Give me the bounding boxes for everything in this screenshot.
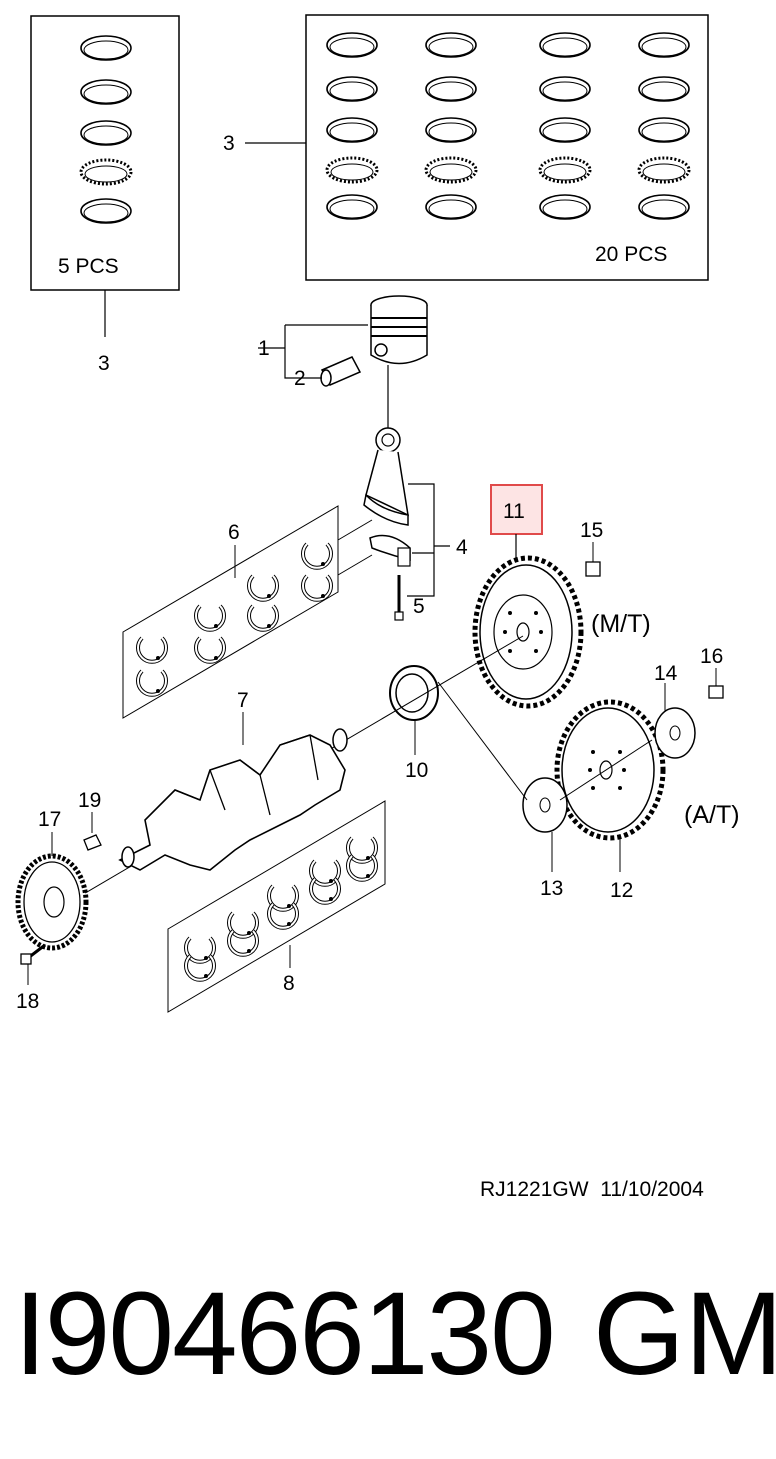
callout-15[interactable]: 15 bbox=[580, 519, 603, 542]
callout-7[interactable]: 7 bbox=[237, 689, 249, 712]
crank-sprocket bbox=[15, 832, 89, 951]
automatic-transmission-note: (A/T) bbox=[684, 801, 740, 829]
large-box-qty: 20 PCS bbox=[595, 243, 667, 266]
oil-seal bbox=[389, 665, 439, 755]
callout-2[interactable]: 2 bbox=[294, 367, 306, 390]
callout-12[interactable]: 12 bbox=[610, 879, 633, 902]
woodruff-key bbox=[83, 812, 102, 851]
callout-10[interactable]: 10 bbox=[405, 759, 428, 782]
flywheel-bolt bbox=[585, 542, 601, 577]
rod-bolt bbox=[394, 575, 404, 621]
piston-pin bbox=[320, 356, 362, 387]
sprocket-bolt bbox=[20, 943, 46, 985]
callout-18[interactable]: 18 bbox=[16, 990, 39, 1013]
exploded-parts-diagram: 5 PCS 20 PCS 3 3 1 2 4 5 6 7 8 10 11 12 … bbox=[15, 14, 740, 1013]
callout-13[interactable]: 13 bbox=[540, 877, 563, 900]
rod-bearing-set bbox=[122, 505, 373, 719]
piston bbox=[370, 295, 428, 365]
callout-16[interactable]: 16 bbox=[700, 645, 723, 668]
callout-3-large[interactable]: 3 bbox=[223, 132, 235, 155]
callout-8[interactable]: 8 bbox=[283, 972, 295, 995]
drawing-reference: RJ1221GW 11/10/2004 bbox=[480, 1178, 704, 1201]
small-box-qty: 5 PCS bbox=[58, 255, 119, 278]
main-bearing-set bbox=[167, 800, 386, 1013]
part-number: I90466130 bbox=[14, 1268, 556, 1400]
callout-14[interactable]: 14 bbox=[654, 662, 678, 685]
adapter-plate bbox=[522, 777, 568, 872]
connecting-rod bbox=[363, 427, 411, 567]
callout-5[interactable]: 5 bbox=[413, 595, 425, 618]
ring-set-5pcs bbox=[30, 15, 180, 337]
ring-set-20pcs bbox=[245, 14, 709, 281]
flywheel-mt bbox=[472, 555, 584, 709]
callout-4[interactable]: 4 bbox=[456, 536, 468, 559]
callout-19[interactable]: 19 bbox=[78, 789, 101, 812]
callout-17[interactable]: 17 bbox=[38, 808, 61, 831]
drive-plate-bolt bbox=[708, 668, 724, 699]
brand-name: GM bbox=[593, 1268, 776, 1400]
crankshaft bbox=[118, 712, 348, 871]
reinforcement-plate bbox=[654, 683, 696, 759]
drive-plate-at bbox=[554, 699, 666, 872]
callout-11[interactable]: 11 bbox=[503, 500, 525, 523]
manual-transmission-note: (M/T) bbox=[591, 610, 651, 638]
callout-1[interactable]: 1 bbox=[258, 337, 270, 360]
callout-3-small[interactable]: 3 bbox=[98, 352, 110, 375]
callout-6[interactable]: 6 bbox=[228, 521, 240, 544]
